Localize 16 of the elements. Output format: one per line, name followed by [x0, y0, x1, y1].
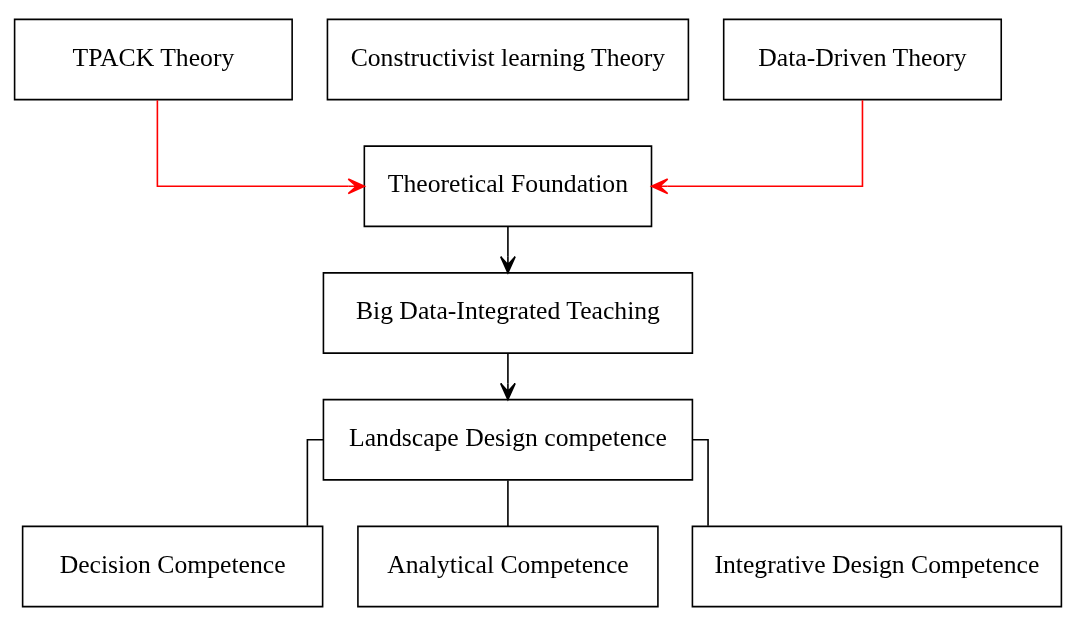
- node-box: Big Data-Integrated Teaching: [322, 272, 694, 354]
- connector: [306, 438, 324, 527]
- arrow: [650, 99, 864, 195]
- connector: [507, 479, 509, 527]
- node-box: Data-Driven Theory: [722, 18, 1003, 101]
- arrow: [499, 353, 516, 401]
- node-box: Decision Competence: [21, 525, 324, 608]
- node-box: Analytical Competence: [357, 525, 659, 608]
- node-box: TPACK Theory: [13, 18, 293, 101]
- node-box: Landscape Design competence: [322, 398, 694, 481]
- connector: [692, 438, 709, 527]
- node-box: Integrative Design Competence: [691, 525, 1063, 608]
- node-box: Constructivist learning Theory: [326, 18, 690, 101]
- arrow: [499, 226, 516, 274]
- node-box: Theoretical Foundation: [363, 145, 653, 228]
- arrow: [156, 99, 366, 195]
